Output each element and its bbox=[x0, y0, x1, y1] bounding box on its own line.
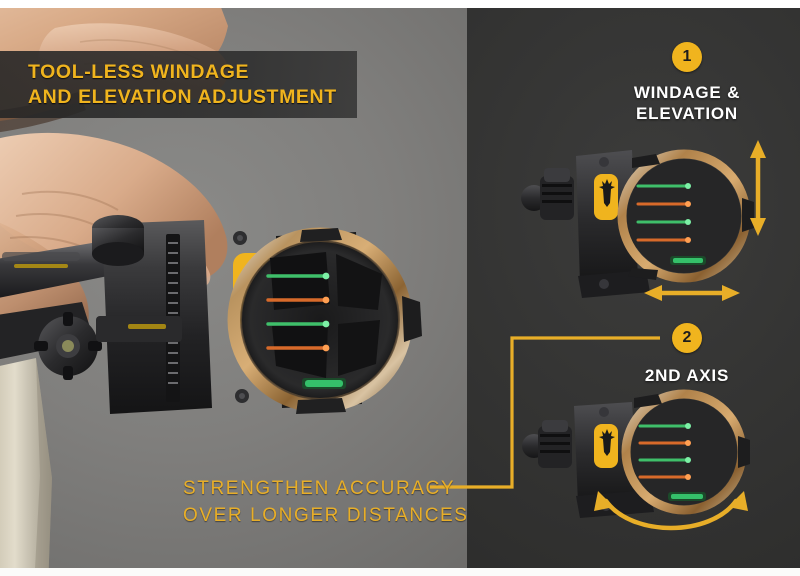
bow-limb-graphic bbox=[0, 358, 52, 568]
step-2-title-line-1: 2ND AXIS bbox=[644, 366, 730, 385]
step-1-badge: 1 bbox=[672, 42, 702, 72]
step-1-sight-graphic bbox=[521, 149, 754, 298]
step-2-badge: 2 bbox=[672, 323, 702, 353]
step-1-adjustment-arrows bbox=[644, 140, 766, 301]
step-1-title: WINDAGE & ELEVATION bbox=[557, 82, 800, 124]
horizontal-double-arrow bbox=[644, 285, 740, 301]
headline-line-2: AND ELEVATION ADJUSTMENT bbox=[28, 86, 337, 108]
caption-line-1: STRENGTHEN ACCURACY bbox=[183, 478, 456, 499]
caption-line-2: OVER LONGER DISTANCES bbox=[183, 505, 467, 526]
left-hero-panel: TOOL-LESS WINDAGE AND ELEVATION ADJUSTME… bbox=[0, 8, 467, 568]
step-2-title: 2ND AXIS bbox=[557, 365, 800, 386]
bottom-white-margin bbox=[0, 568, 800, 576]
headline-banner: TOOL-LESS WINDAGE AND ELEVATION ADJUSTME… bbox=[0, 51, 357, 118]
headline-line-1: TOOL-LESS WINDAGE bbox=[28, 61, 250, 83]
accuracy-caption: STRENGTHEN ACCURACY OVER LONGER DISTANCE… bbox=[183, 475, 467, 529]
step-1-title-line-1: WINDAGE & bbox=[633, 83, 741, 102]
top-white-margin bbox=[0, 0, 800, 8]
curved-double-arrow bbox=[594, 491, 748, 531]
step-1-title-line-2: ELEVATION bbox=[636, 104, 738, 123]
step-2-rotation-arrow bbox=[594, 491, 748, 531]
main-bow-sight-photo bbox=[0, 215, 422, 414]
vertical-double-arrow bbox=[750, 140, 766, 236]
